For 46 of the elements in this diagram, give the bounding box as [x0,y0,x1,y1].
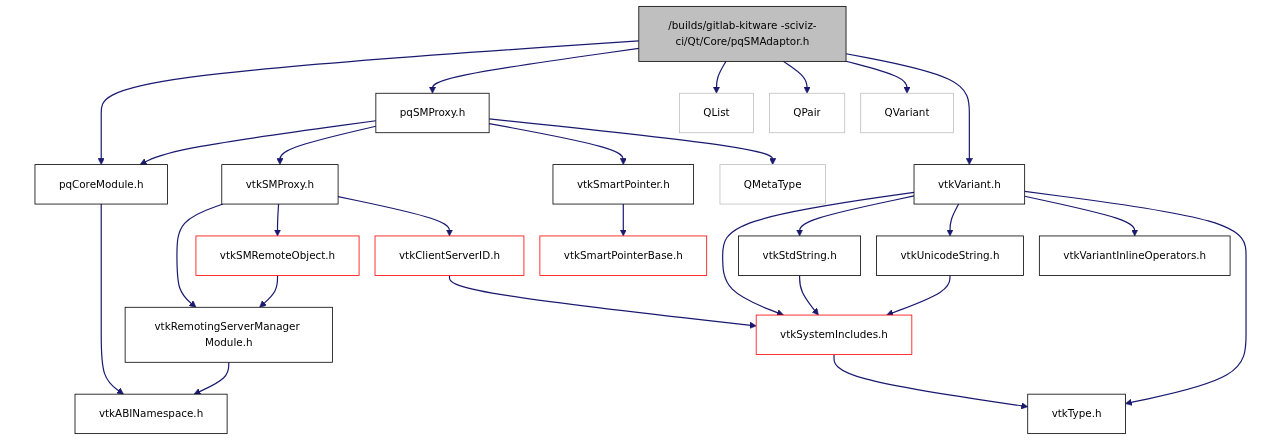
arrow [488,123,627,165]
node-box: vtkVariantInlineOperators.h [1038,235,1231,276]
arrow [429,47,640,94]
node-box: QList [679,92,754,134]
arrow [886,274,951,317]
node-box: vtkSmartPointer.h [552,164,694,205]
node-box: QPair [769,92,846,134]
arrow [100,203,124,395]
node-box: /builds/gitlab-kitware -sciviz-ci/Qt/Core/pqSMAdaptor.h [638,5,847,62]
arrow [176,203,224,308]
node-box: vtkSMProxy.h [221,164,339,205]
arrow [722,191,915,317]
node-box: pqSMProxy.h [375,92,490,134]
arrow [274,203,281,237]
node-box: vtkType.h [1027,393,1126,434]
node-box: QMetaType [719,164,826,205]
arrow [833,353,1029,410]
arrow [1024,190,1247,406]
arrow [1024,195,1139,237]
arrow [796,195,915,237]
arrow [845,60,911,94]
arrow [782,60,811,94]
arrow [488,118,777,165]
node-box: QVariant [860,92,954,134]
arrow [276,125,377,165]
node-box: vtkRemotingServerManager Module.h [124,306,333,363]
node-box: vtkUnicodeString.h [876,235,1024,276]
arrow [799,274,819,316]
node-box: vtkSmartPointerBase.h [539,235,708,276]
arrow [448,274,757,329]
arrow [337,195,453,237]
arrow [97,40,640,165]
arrow [139,120,377,165]
node-box: vtkSMRemoteObject.h [195,235,360,276]
arrow [712,60,727,94]
arrow [259,274,279,308]
arrow [946,203,960,237]
node-box: vtkSystemIncludes.h [755,314,913,355]
node-box: vtkABINamespace.h [74,393,228,434]
arrow [193,361,230,395]
node-box: vtkStdString.h [738,235,861,276]
node-box: pqCoreModule.h [34,164,168,205]
arrow [619,203,627,237]
node-box: vtkClientServerID.h [374,235,525,276]
node-box: vtkVariant.h [913,164,1026,205]
arrow [845,53,973,165]
